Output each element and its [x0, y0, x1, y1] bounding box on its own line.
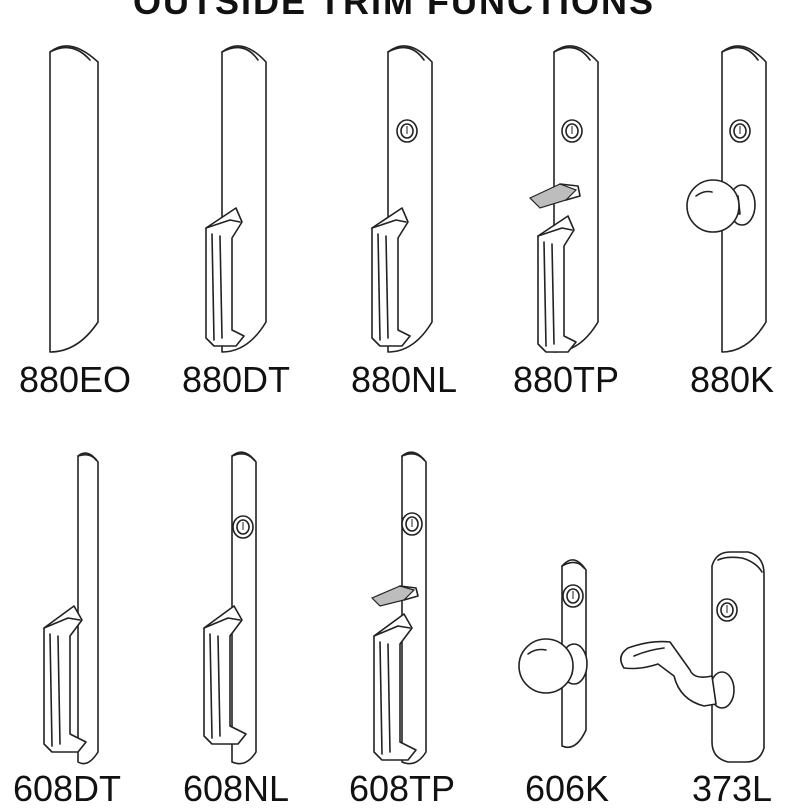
trim-608nl	[203, 451, 257, 765]
label-880dt: 880DT	[182, 359, 290, 400]
label-606k: 606K	[525, 768, 609, 809]
label-373l: 373L	[692, 768, 772, 809]
trim-880eo	[49, 45, 99, 353]
trim-880k	[686, 45, 767, 353]
diagram-title: OUTSIDE TRIM FUNCTIONS	[133, 0, 655, 22]
label-608nl: 608NL	[183, 768, 289, 809]
trim-880dt	[205, 45, 267, 353]
trim-608dt	[43, 452, 99, 765]
label-608tp: 608TP	[349, 768, 455, 809]
label-608dt: 608DT	[13, 768, 121, 809]
trim-880nl	[371, 45, 433, 353]
trim-373l	[620, 551, 765, 763]
trim-608tp	[370, 451, 427, 765]
trim-606k	[518, 559, 588, 749]
label-880k: 880K	[690, 359, 774, 400]
label-880eo: 880EO	[19, 359, 131, 400]
label-880tp: 880TP	[513, 359, 619, 400]
trim-880tp	[528, 45, 599, 353]
label-880nl: 880NL	[351, 359, 457, 400]
